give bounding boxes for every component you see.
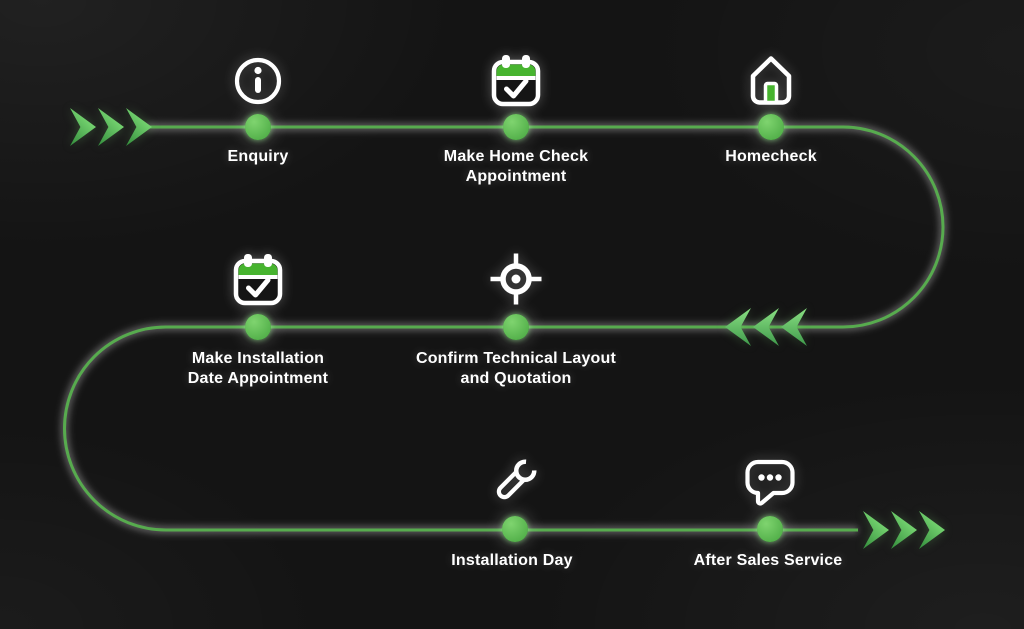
step-label: After Sales Service [693, 552, 843, 569]
step-label: Make Installation Date Appointment [187, 350, 329, 387]
flow-entry-arrows [70, 108, 152, 146]
step-dot [757, 516, 783, 542]
chevron-right-icon [126, 108, 152, 146]
info-icon [231, 54, 285, 108]
flow-exit-arrows [863, 511, 945, 549]
flow-middle-arrows [725, 308, 807, 346]
chevron-left-icon [781, 308, 807, 346]
step-label: Installation Day [451, 552, 573, 569]
step-dot [758, 114, 784, 140]
step-dot [245, 114, 271, 140]
chevron-right-icon [98, 108, 124, 146]
calendar-check-icon [489, 54, 543, 108]
wrench-icon [488, 454, 542, 508]
home-icon [744, 52, 798, 106]
chevron-right-icon [863, 511, 889, 549]
chevron-left-icon [725, 308, 751, 346]
step-dot [245, 314, 271, 340]
chevron-right-icon [919, 511, 945, 549]
step-dot [503, 314, 529, 340]
step-dot [503, 114, 529, 140]
step-label: Enquiry [227, 148, 289, 165]
step-dot [502, 516, 528, 542]
chevron-right-icon [70, 108, 96, 146]
chat-bubble-icon [743, 455, 797, 509]
step-label: Homecheck [725, 148, 817, 165]
chevron-left-icon [753, 308, 779, 346]
crosshair-target-icon [489, 252, 543, 306]
calendar-check-icon [231, 253, 285, 307]
chevron-right-icon [891, 511, 917, 549]
step-label: Confirm Technical Layout and Quotation [415, 350, 617, 387]
step-label: Make Home Check Appointment [443, 148, 589, 185]
